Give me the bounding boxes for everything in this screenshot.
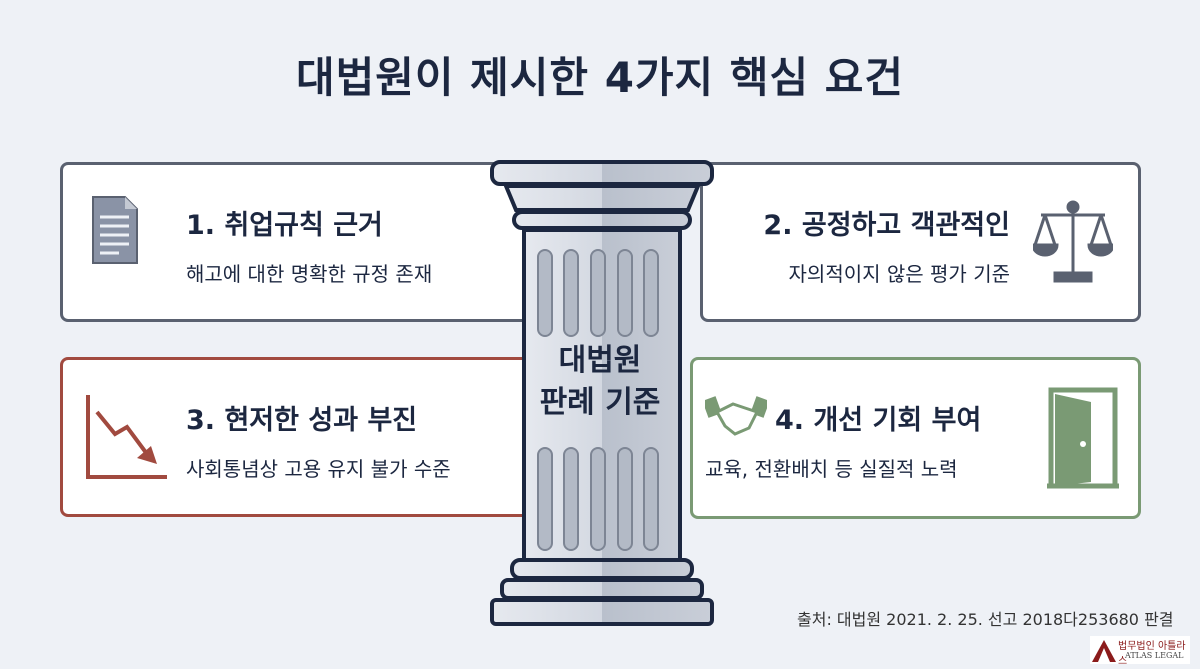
handshake-icon xyxy=(705,396,767,436)
logo-korean: 법무법인 아틀라스 xyxy=(1118,641,1186,667)
atlas-legal-logo: 법무법인 아틀라스 ATLAS LEGAL xyxy=(1090,636,1190,667)
pillar-label-line1: 대법원 xyxy=(558,343,642,378)
card-improvement-opportunity: 4. 개선 기회 부여 교육, 전환배치 등 실질적 노력 xyxy=(690,357,1141,519)
card-heading: 3. 현저한 성과 부진 xyxy=(186,405,418,436)
open-door-icon xyxy=(1047,387,1119,489)
card-work-rules: 1. 취업규칙 근거 해고에 대한 명확한 규정 존재 xyxy=(60,162,530,322)
card-poor-performance: 3. 현저한 성과 부진 사회통념상 고용 유지 불가 수준 xyxy=(60,357,530,517)
logo-english: ATLAS LEGAL xyxy=(1125,651,1184,660)
card-fair-objective: 2. 공정하고 객관적인 자의적이지 않은 평가 기준 xyxy=(700,162,1141,322)
pillar-label: 대법원 판례 기준 xyxy=(520,340,680,424)
card-description: 교육, 전환배치 등 실질적 노력 xyxy=(705,457,958,481)
document-icon xyxy=(92,196,138,264)
source-citation: 출처: 대법원 2021. 2. 25. 선고 2018다253680 판결 xyxy=(797,610,1174,629)
pillar-label-line2: 판례 기준 xyxy=(539,385,661,420)
page-title: 대법원이 제시한 4가지 핵심 요건 xyxy=(295,53,905,102)
pillar-illustration xyxy=(490,160,714,626)
card-heading: 4. 개선 기회 부여 xyxy=(775,405,982,436)
logo-mark-icon xyxy=(1092,640,1116,662)
card-description: 해고에 대한 명확한 규정 존재 xyxy=(186,262,433,286)
scale-icon xyxy=(1033,200,1113,283)
card-description: 사회통념상 고용 유지 불가 수준 xyxy=(186,457,451,481)
card-heading: 1. 취업규칙 근거 xyxy=(186,210,383,241)
card-description: 자의적이지 않은 평가 기준 xyxy=(788,262,1010,286)
trend-down-icon xyxy=(86,395,167,479)
card-heading: 2. 공정하고 객관적인 xyxy=(763,210,1010,241)
